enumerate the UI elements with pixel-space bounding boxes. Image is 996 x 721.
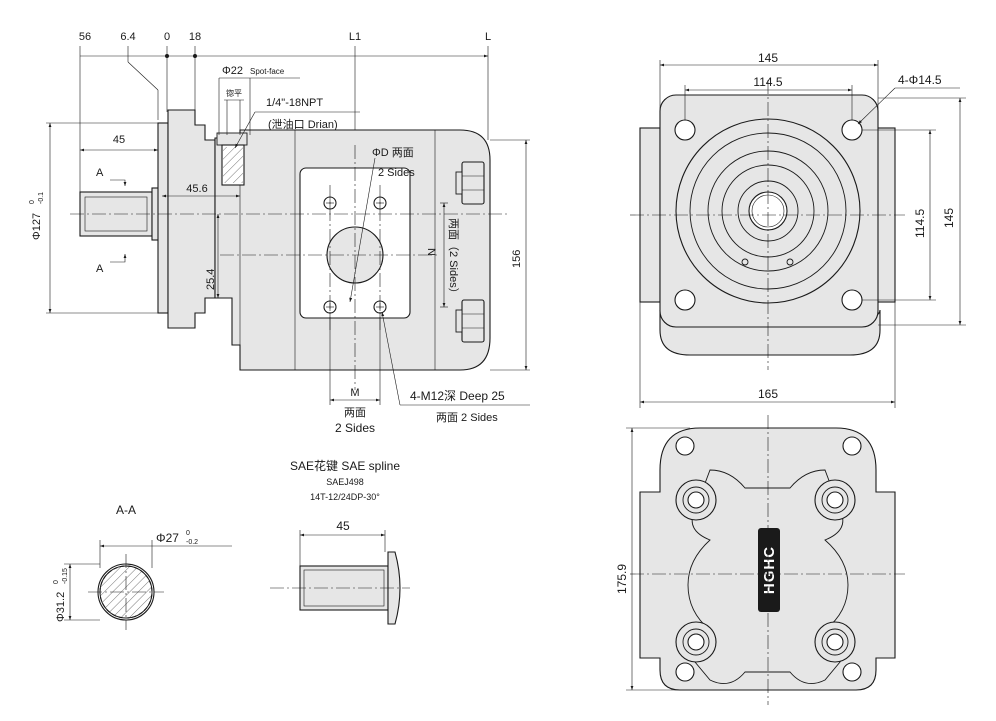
front-holes: 4-Φ14.5	[898, 73, 942, 87]
spline-title: SAE花键 SAE spline	[290, 458, 400, 473]
spline-standard: SAEJ498	[326, 477, 364, 487]
scale-L1: L1	[349, 31, 361, 43]
scale-6-4: 6.4	[120, 31, 135, 43]
svg-text:N: N	[425, 248, 437, 256]
rear-view: HGHC 175.9	[615, 415, 905, 705]
svg-text:0: 0	[29, 200, 36, 204]
n-sides-label: 两面（2 Sides）	[447, 218, 460, 299]
brand-plate	[758, 528, 780, 612]
svg-text:Φ127: Φ127	[31, 213, 43, 240]
svg-text:114.5: 114.5	[913, 209, 927, 238]
spot-face-note: Spot-face	[250, 67, 285, 76]
m-sides-cn: 两面	[344, 407, 366, 419]
mount-hole-br	[841, 289, 863, 311]
front-width-114-5: 114.5	[753, 75, 782, 89]
flange-diameter-label: Φ127 0 -0.1	[29, 192, 45, 240]
front-width-145: 145	[758, 51, 778, 65]
drain-thread: 1/4"-18NPT	[266, 97, 323, 109]
svg-text:145: 145	[942, 208, 956, 228]
section-title: A-A	[116, 503, 136, 517]
front-height-145: 145	[942, 208, 956, 228]
mount-hole-bl	[674, 289, 696, 311]
dim-45-6: 45.6	[186, 183, 207, 195]
svg-text:156: 156	[511, 250, 523, 268]
svg-text:HGHC: HGHC	[761, 546, 778, 594]
dia-31-2: Φ31.2 0 -0.15	[53, 568, 69, 622]
svg-text:-0.1: -0.1	[38, 192, 45, 204]
section-a-a: A-A Φ27 0 -0.2 Φ31.2 0 -0.15	[53, 503, 232, 630]
mount-hole-tl	[674, 119, 696, 141]
svg-text:-0.15: -0.15	[62, 568, 69, 584]
section-mark-a-bottom: A	[96, 263, 104, 275]
scale-L: L	[485, 31, 491, 43]
bolt-head-upper	[461, 161, 485, 205]
svg-text:0: 0	[53, 580, 60, 584]
port-dia-label: ΦD 两面	[372, 147, 414, 159]
scale-18: 18	[189, 31, 201, 43]
spline-detail: SAE花键 SAE spline SAEJ498 14T-12/24DP-30°…	[270, 458, 410, 625]
brand-label: HGHC	[761, 546, 778, 594]
svg-text:-0.2: -0.2	[186, 539, 198, 546]
section-mark-a-top: A	[96, 167, 104, 179]
dim-25-4: 25.4	[205, 269, 217, 290]
top-scale: 56 6.4 0 18 L1 L	[79, 31, 491, 43]
svg-text:25.4: 25.4	[205, 269, 217, 290]
spline-spec: 14T-12/24DP-30°	[310, 492, 380, 502]
svg-text:175.9: 175.9	[615, 564, 629, 594]
bolt-holes: 4-M12深 Deep 25	[410, 389, 505, 403]
shaft-length: 45	[113, 134, 125, 146]
n-label: N	[425, 248, 437, 256]
svg-text:两面（2 Sides）: 两面（2 Sides）	[447, 218, 460, 299]
spline-length: 45	[336, 519, 350, 533]
dia-27: Φ27	[156, 531, 179, 545]
drain-note: (泄油口 Drian)	[268, 117, 338, 131]
port-dia-sides: 2 Sides	[378, 167, 415, 179]
front-width-165: 165	[758, 387, 778, 401]
svg-text:Φ31.2: Φ31.2	[55, 592, 67, 622]
scale-56: 56	[79, 31, 91, 43]
rear-height-175-9: 175.9	[615, 564, 629, 594]
bolt-head-lower	[461, 299, 485, 343]
mounting-flange	[157, 122, 169, 314]
front-height-114-5: 114.5	[913, 209, 927, 238]
m-label: M	[350, 387, 359, 399]
svg-text:0: 0	[186, 530, 190, 537]
scale-0: 0	[164, 31, 170, 43]
height-156: 156	[511, 250, 523, 268]
front-view: 145 114.5 4-Φ14.5 114.5 145 165	[630, 51, 966, 408]
spot-face-dia: Φ22	[222, 65, 243, 77]
spot-face-cn: 锪平	[226, 88, 242, 98]
bolt-holes-sides: 两面 2 Sides	[436, 412, 498, 424]
m-sides-en: 2 Sides	[335, 421, 375, 435]
side-view: 56 6.4 0 18 L1 L	[29, 31, 530, 435]
